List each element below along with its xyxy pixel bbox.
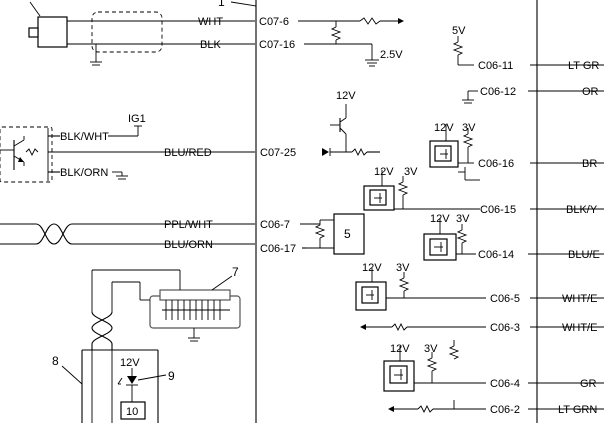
- ref-label-5: 5: [344, 227, 351, 241]
- ig1-feed: [108, 125, 142, 137]
- pin-c06-16: C06-16: [478, 158, 514, 170]
- pin-c06-3: C06-3: [490, 322, 520, 334]
- connector-7: [91, 269, 241, 342]
- driver-c06-4: [383, 340, 604, 392]
- ref-label-7: 7: [232, 265, 239, 279]
- ref-label-9: 9: [168, 369, 175, 383]
- c07-6-circuit: [298, 17, 404, 44]
- ref-label-1: 1: [218, 0, 225, 9]
- voltage-12v-c06-16: 12V: [434, 122, 454, 134]
- wire-label-c06-3: WHT/E: [562, 322, 597, 334]
- wire-label-c06-11: LT GR: [568, 60, 599, 72]
- voltage-3v-c06-14: 3V: [456, 213, 470, 225]
- ecm-module: 1: [218, 0, 538, 423]
- wire-label-c06-4: GR: [580, 378, 597, 390]
- c06-3-circuit: [360, 322, 604, 332]
- wire-label-blk: BLK: [200, 39, 221, 51]
- component-10-box: [120, 401, 146, 420]
- pin-c06-5: C06-5: [490, 293, 520, 305]
- wire-label-blu-orn: BLU/ORN: [164, 239, 213, 251]
- wire-label-c06-15: BLK/Y: [566, 204, 598, 216]
- wire-label-blu-red: BLU/RED: [164, 147, 212, 159]
- wire-label-c06-16: BR: [582, 158, 597, 170]
- voltage-12v-c07-25: 12V: [336, 90, 356, 102]
- driver-c06-16: [429, 124, 604, 181]
- voltage-12v-c06-4: 12V: [390, 343, 410, 355]
- voltage-12v-c06-5: 12V: [362, 262, 382, 274]
- wire-label-blk-orn: BLK/ORN: [60, 167, 108, 179]
- mid-left-sensor: [0, 126, 160, 183]
- voltage-12v-c06-15: 12V: [374, 166, 394, 178]
- pin-c06-11: C06-11: [478, 60, 513, 72]
- wire-label-blk-wht: BLK/WHT: [60, 131, 109, 143]
- voltage-3v-c06-16: 3V: [462, 122, 476, 134]
- pin-c07-16: C07-16: [259, 39, 295, 51]
- wire-label-wht: WHT: [198, 16, 223, 28]
- indicator-led: [117, 368, 167, 402]
- module-5: [306, 213, 365, 255]
- c06-12-circuit: [462, 90, 604, 104]
- voltage-3v-c06-15: 3V: [404, 166, 418, 178]
- blk-orn-ground: [112, 171, 128, 180]
- voltage-12v-led: 12V: [120, 357, 140, 369]
- wire-label-c06-5: WHT/E: [562, 293, 597, 305]
- ref-label-10: 10: [126, 406, 138, 418]
- top-left-sensor: [28, 1, 255, 66]
- c07-16-circuit: [304, 43, 379, 67]
- ref-label-8: 8: [52, 354, 59, 368]
- voltage-3v-c06-4: 3V: [424, 343, 438, 355]
- voltage-3v-c06-5: 3V: [396, 262, 410, 274]
- pin-c06-12: C06-12: [480, 86, 516, 98]
- wire-label-c06-12: OR: [582, 86, 599, 98]
- module-8: [61, 349, 159, 423]
- pin-c06-7: C06-7: [260, 219, 290, 231]
- voltage-2-5v: 2.5V: [380, 49, 403, 61]
- pin-c07-25: C07-25: [260, 147, 296, 159]
- wire-label-c06-2: LT GRN: [558, 404, 597, 416]
- pin-c07-6: C07-6: [259, 16, 289, 28]
- c06-11-circuit: [452, 36, 604, 66]
- pin-c06-2: C06-2: [490, 404, 520, 416]
- wire-label-ppl-wht: PPL/WHT: [164, 219, 213, 231]
- twisted-pair-module-8: [91, 311, 113, 350]
- driver-c06-15: [363, 170, 604, 211]
- pin-c06-14: C06-14: [478, 249, 514, 261]
- driver-c06-5: [355, 268, 604, 311]
- driver-c06-14: [423, 218, 604, 261]
- pin-c06-17: C06-17: [260, 243, 296, 255]
- pin-c06-4: C06-4: [490, 378, 520, 390]
- wire-label-c06-14: BLU/E: [568, 249, 600, 261]
- twisted-pair-c06: [0, 223, 320, 249]
- pin-c06-15: C06-15: [480, 204, 516, 216]
- c07-25-circuit: [322, 104, 380, 157]
- voltage-5v: 5V: [452, 25, 466, 37]
- voltage-12v-c06-14: 12V: [430, 213, 450, 225]
- c06-2-circuit: [388, 400, 604, 414]
- voltage-ig1: IG1: [128, 113, 146, 125]
